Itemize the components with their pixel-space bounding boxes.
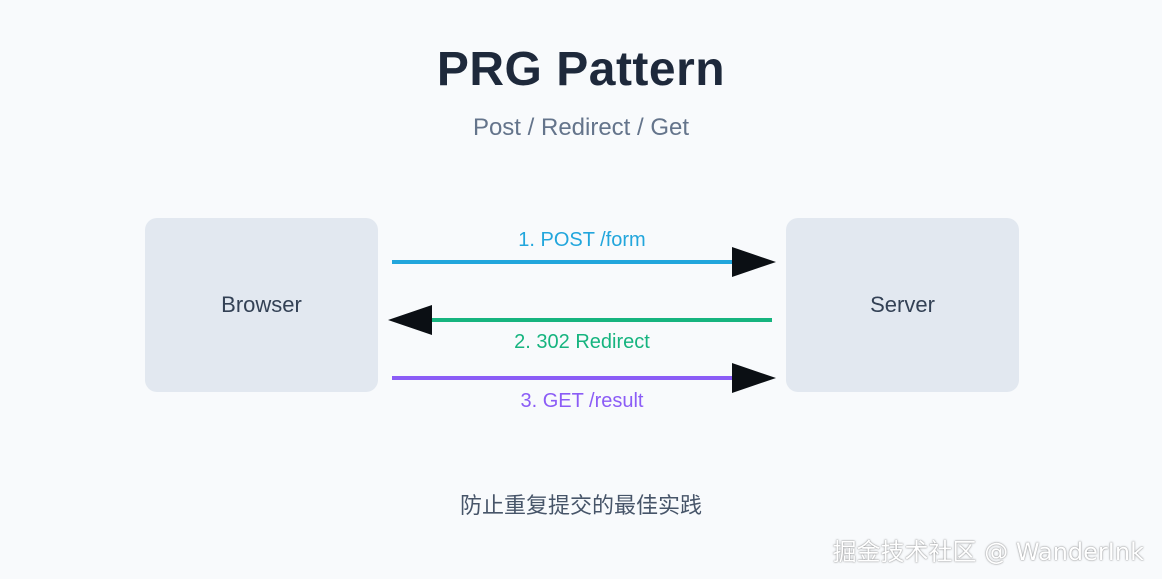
get-arrowhead-icon (732, 363, 776, 393)
redirect-arrowhead-icon (388, 305, 432, 335)
get-arrow (392, 363, 776, 393)
watermark: 掘金技术社区 @ WanderInk (832, 538, 1144, 566)
server-node-label: Server (870, 292, 935, 317)
redirect-arrow-label: 2. 302 Redirect (514, 331, 650, 353)
redirect-arrow (388, 305, 772, 335)
browser-node: Browser (145, 218, 378, 392)
footer-caption: 防止重复提交的最佳实践 (459, 494, 702, 519)
diagram-title: PRG Pattern (436, 43, 726, 96)
diagram-subtitle: Post / Redirect / Get (472, 114, 690, 141)
server-node: Server (786, 218, 1019, 392)
post-arrowhead-icon (732, 247, 776, 277)
browser-node-label: Browser (221, 292, 302, 317)
post-arrow-label: 1. POST /form (518, 229, 646, 251)
post-arrow (392, 247, 776, 277)
get-arrow-label: 3. GET /result (520, 390, 644, 412)
